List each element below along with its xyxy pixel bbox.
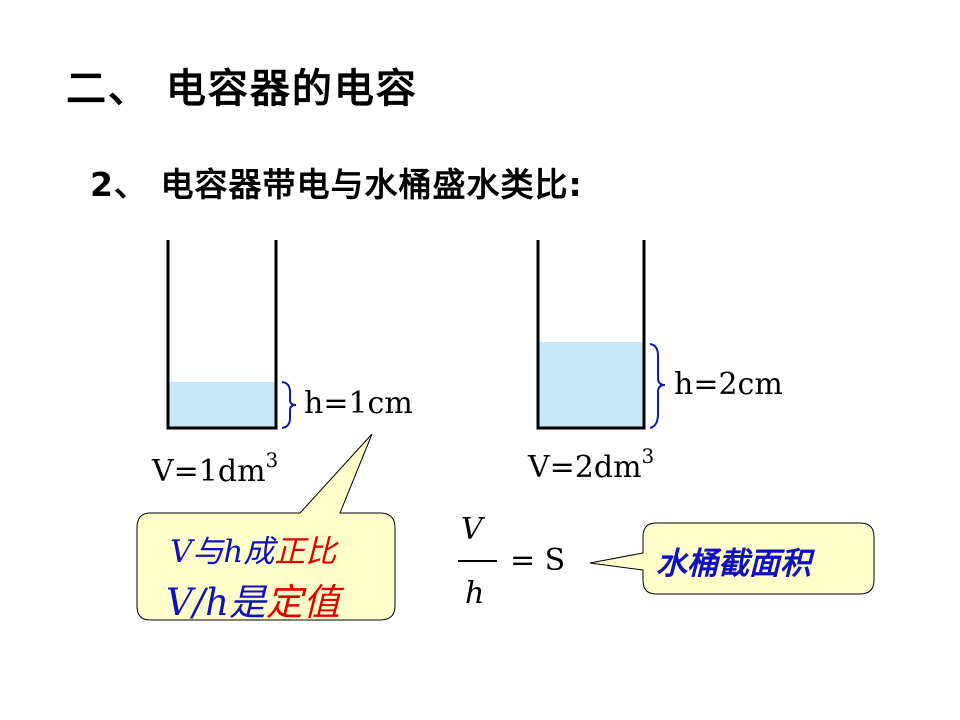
callout-left-bubble bbox=[136, 433, 396, 621]
formula-denominator: h bbox=[465, 576, 485, 611]
callout-left-line2: V/h是定值 bbox=[166, 581, 341, 624]
bucket1-walls bbox=[166, 240, 278, 430]
bucket2-volume-label: V=2dm3 bbox=[528, 444, 655, 485]
page-title: 二、 电容器的电容 bbox=[66, 66, 418, 112]
formula-numerator: V bbox=[461, 512, 483, 547]
bucket1-height-label: h=1cm bbox=[304, 386, 413, 421]
bucket1-height-bracket bbox=[281, 381, 297, 429]
bucket1-volume-label: V=1dm3 bbox=[152, 448, 279, 489]
bucket2-walls bbox=[536, 240, 646, 430]
callout-right-text: 水桶截面积 bbox=[656, 546, 811, 582]
bucket2-water bbox=[539, 342, 643, 428]
bucket1-water bbox=[169, 382, 275, 428]
bucket2-height-bracket bbox=[649, 343, 666, 429]
formula-rhs: = S bbox=[510, 543, 566, 578]
section-subtitle: 2、 电容器带电与水桶盛水类比: bbox=[90, 165, 583, 204]
bucket2-height-label: h=2cm bbox=[674, 367, 783, 402]
callout-right-bubble bbox=[589, 522, 875, 595]
callout-left-line1: V与h成正比 bbox=[170, 534, 337, 570]
